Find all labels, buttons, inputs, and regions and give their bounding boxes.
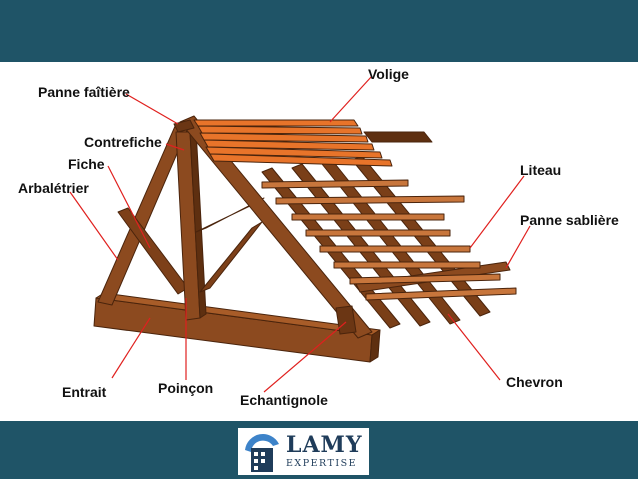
liteau: [365, 287, 517, 301]
liteau: [291, 213, 445, 221]
label-echantignole: Echantignole: [240, 392, 328, 408]
volige: [193, 119, 359, 127]
logo-name: LAMY: [286, 432, 363, 458]
liteau: [349, 273, 501, 285]
entrait-beam: [93, 297, 373, 363]
contrefiche-right: [195, 197, 265, 233]
label-volige: Volige: [368, 66, 409, 82]
logo-subtitle: EXPERTISE: [286, 458, 358, 469]
roof-truss-illustration: [69, 75, 531, 393]
panne-faitiere: [173, 119, 195, 133]
volige: [197, 125, 363, 135]
liteau: [333, 261, 481, 269]
liteau: [275, 195, 465, 205]
label-panne-sabliere: Panne sablière: [520, 212, 619, 228]
liteau: [305, 229, 451, 237]
label-arbaletrier: Arbalétrier: [18, 180, 89, 196]
chevron: [291, 163, 431, 327]
echantignole-block: [335, 305, 357, 335]
volige: [199, 132, 369, 143]
top-banner: [0, 0, 638, 62]
liteau: [319, 245, 471, 253]
lamy-expertise-logo: LAMY EXPERTISE: [238, 428, 369, 475]
building-logo-icon: [245, 434, 279, 472]
label-contrefiche: Contrefiche: [84, 134, 162, 150]
volige: [203, 139, 375, 151]
volige: [209, 153, 393, 167]
roof-truss-diagram: Panne faîtière Volige Contrefiche Fiche …: [0, 62, 638, 421]
label-fiche: Fiche: [68, 156, 105, 172]
liteau: [261, 179, 409, 189]
arbaletrier-right: [179, 115, 373, 339]
label-panne-faitiere: Panne faîtière: [38, 84, 130, 100]
label-entrait: Entrait: [62, 384, 107, 400]
volige: [205, 146, 383, 159]
label-poincon: Poinçon: [158, 380, 214, 396]
label-chevron: Chevron: [506, 374, 563, 390]
label-liteau: Liteau: [520, 162, 562, 178]
